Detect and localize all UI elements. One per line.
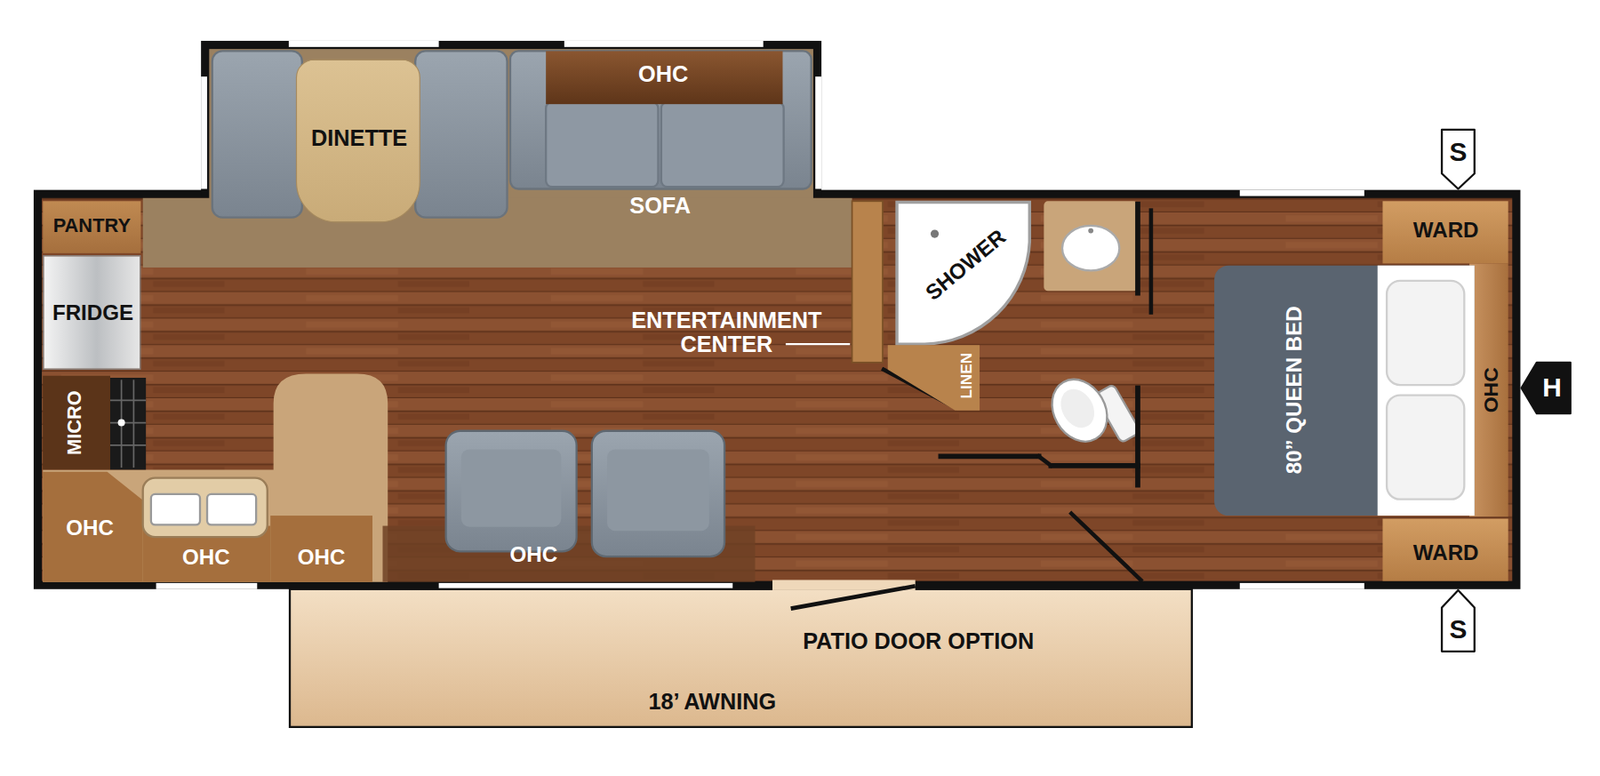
fridge: FRIDGE bbox=[42, 255, 141, 370]
cabinet-label: OHC bbox=[297, 544, 346, 569]
room-label: DINETTE bbox=[311, 126, 408, 152]
bathroom bbox=[1040, 200, 1141, 452]
room-label: WARD bbox=[1413, 217, 1480, 242]
dinette-table: DINETTE bbox=[296, 59, 421, 224]
kitchen bbox=[42, 373, 388, 582]
pillow bbox=[1385, 393, 1466, 500]
cabinet-label: OHC bbox=[182, 544, 231, 569]
section-marker: S bbox=[1440, 588, 1477, 655]
room-label: S bbox=[1448, 137, 1467, 168]
room-label: WARD bbox=[1413, 540, 1480, 565]
awning-band bbox=[289, 579, 1192, 727]
microwave: MICRO bbox=[42, 376, 111, 471]
cabinet-label: OHC bbox=[638, 62, 688, 88]
awning: PATIO DOOR OPTION 18’ AWNING bbox=[289, 589, 1192, 728]
room-label: MICRO bbox=[64, 390, 87, 456]
room-label: FRIDGE bbox=[52, 300, 134, 325]
room-label: LINEN bbox=[958, 352, 976, 400]
recliners bbox=[382, 431, 755, 583]
entertainment-label: ENTERTAINMENT CENTER bbox=[608, 308, 844, 359]
wardrobe: WARD bbox=[1382, 519, 1508, 582]
cabinet-label: OHC bbox=[1480, 367, 1503, 413]
linen-closet: LINEN bbox=[888, 344, 980, 411]
section-marker: S bbox=[1440, 128, 1477, 192]
room-label: 80” QUEEN BED bbox=[1281, 305, 1306, 474]
room-label: H bbox=[1542, 373, 1562, 403]
pantry-cabinet: PANTRY bbox=[42, 200, 141, 254]
room-label: 18’ AWNING bbox=[648, 689, 776, 715]
entertainment-center bbox=[785, 200, 883, 362]
shower: SHOWER bbox=[896, 200, 1032, 345]
room-label: PANTRY bbox=[53, 216, 131, 238]
hitch-marker: H bbox=[1520, 360, 1571, 416]
queen-bed: 80” QUEEN BED bbox=[1214, 265, 1475, 516]
sofa-label: SOFA bbox=[629, 193, 691, 219]
sofa bbox=[510, 50, 812, 189]
cabinet-label: OHC bbox=[65, 516, 114, 541]
walls bbox=[33, 40, 1521, 590]
wardrobe: WARD bbox=[1382, 200, 1508, 264]
headboard-cabinet bbox=[1469, 263, 1509, 517]
room-label: PATIO DOOR OPTION bbox=[802, 630, 1034, 656]
cabinet-label: OHC bbox=[510, 542, 559, 567]
room-label: S bbox=[1448, 614, 1467, 644]
pillow bbox=[1385, 280, 1466, 386]
